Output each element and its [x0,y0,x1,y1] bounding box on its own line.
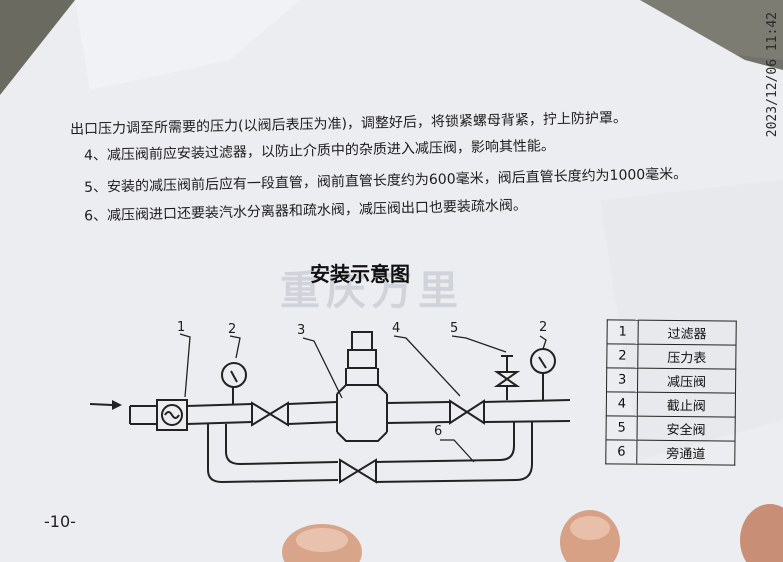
callout-2-right: 2 [539,320,548,335]
legend-label: 旁通道 [636,440,735,466]
legend-num: 6 [605,439,637,465]
legend-num: 3 [606,367,638,393]
bypass-pipe [207,424,339,484]
safety-valve [493,355,521,400]
callout-2-left: 2 [228,322,237,337]
legend-num: 4 [606,391,638,417]
installation-diagram [129,331,571,484]
callout-3: 3 [297,323,306,338]
legend-num: 2 [606,343,639,369]
legend-label: 减压阀 [637,368,736,394]
legend-label: 截止阀 [637,392,736,418]
legend-label: 压力表 [637,344,736,370]
watermark: 重庆万里 [280,268,464,314]
legend-label: 安全阀 [636,416,736,442]
reducing-valve [336,331,388,442]
diagram-title: 安装示意图 [310,262,410,286]
page-number: -10- [44,512,76,531]
callout-5: 5 [450,321,459,336]
callout-1: 1 [177,320,186,335]
flow-arrow [89,403,113,406]
legend-num: 1 [607,319,639,345]
timestamp-overlay: 2023/12/06 11:42 [765,12,780,138]
callout-6: 6 [434,424,443,439]
filter-symbol [156,399,188,431]
legend-label: 过滤器 [638,320,737,346]
legend-num: 5 [606,415,638,441]
callout-4: 4 [392,321,401,336]
